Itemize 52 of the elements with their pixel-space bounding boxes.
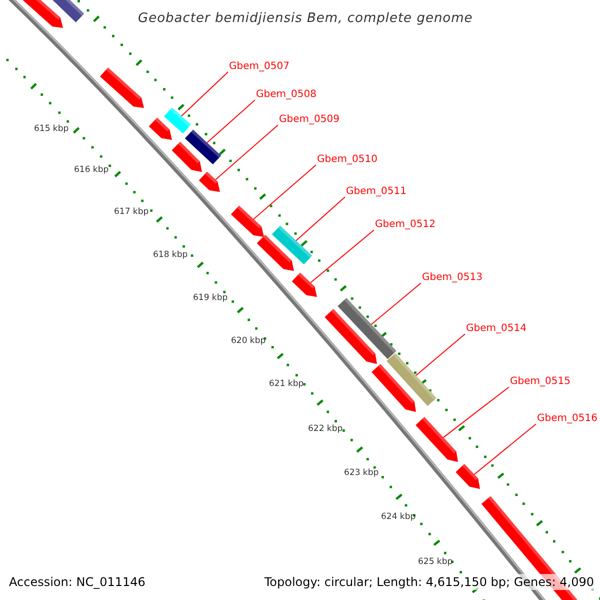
title: Geobacter bemidjiensis Bem, complete genome	[138, 10, 473, 28]
gene-feature	[21, 0, 63, 28]
gene-label: Gbem_0513	[422, 272, 482, 284]
gene-label: Gbem_0509	[279, 114, 340, 126]
gene-label: Gbem_0508	[256, 89, 316, 101]
scale-label: 625 kbp	[418, 557, 453, 568]
gene-feature	[256, 234, 294, 271]
gene-label: Gbem_0511	[346, 186, 406, 198]
gene-feature	[50, 0, 84, 22]
leader-line	[370, 282, 422, 325]
scale-label: 622 kbp	[308, 424, 343, 435]
leader-line	[415, 334, 466, 376]
gene-label: Gbem_0515	[510, 376, 570, 388]
gene-label: Gbem_0516	[537, 413, 598, 425]
gene-feature	[386, 352, 436, 406]
leader-line	[215, 124, 278, 180]
gene-label: Gbem_0514	[466, 323, 526, 335]
gene-feature	[172, 142, 202, 172]
gene-label: Gbem_0512	[375, 219, 436, 231]
scale-label: 616 kbp	[74, 165, 109, 176]
scale-label: 618 kbp	[153, 250, 188, 261]
leader-line	[442, 386, 510, 438]
gene-feature	[324, 308, 377, 364]
leader-line	[296, 196, 346, 242]
gene-feature	[456, 464, 480, 489]
gene-label: Gbem_0507	[229, 61, 290, 73]
genome-info-text: Topology: circular; Length: 4,615,150 bp; Genes: 4,090	[264, 574, 594, 590]
gene-feature	[292, 272, 317, 297]
scale-label: 621 kbp	[269, 379, 304, 390]
scale-label: 619 kbp	[193, 293, 228, 304]
gene-feature	[230, 206, 264, 237]
gene-feature	[372, 364, 416, 412]
gene-feature	[164, 108, 191, 134]
scale-label: 615 kbp	[34, 124, 69, 135]
leader-line	[253, 164, 316, 220]
gene-feature	[198, 172, 220, 192]
gene-feature	[338, 298, 396, 360]
gene-feature	[100, 68, 144, 108]
leader-line	[181, 72, 228, 117]
gene-feature	[148, 118, 172, 140]
scale-label: 620 kbp	[231, 336, 266, 347]
leader-line	[206, 100, 256, 144]
scale-label: 624 kbp	[381, 512, 416, 523]
leader-line	[310, 230, 374, 284]
gene-feature	[184, 130, 222, 164]
gene-feature	[272, 226, 312, 264]
gene-label: Gbem_0510	[317, 154, 378, 166]
gene-feature	[416, 416, 458, 462]
scale-label: 623 kbp	[344, 468, 379, 479]
scale-label: 617 kbp	[114, 207, 149, 218]
leader-line	[474, 424, 536, 475]
accession-text: Accession: NC_011146	[9, 574, 146, 590]
